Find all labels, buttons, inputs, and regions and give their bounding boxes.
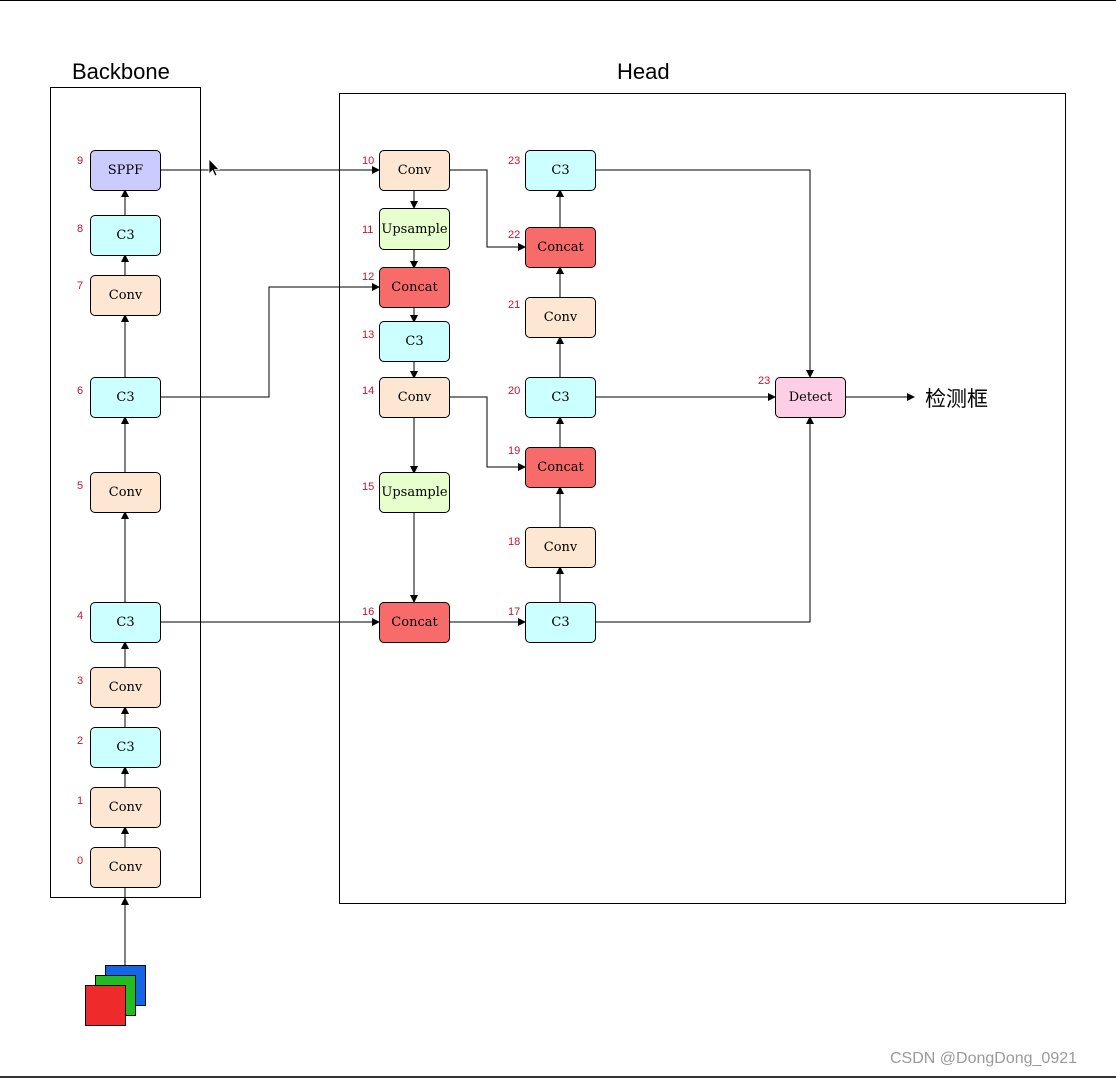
node-20: C3 (525, 377, 596, 418)
index-2: 2 (77, 735, 84, 747)
index-5: 5 (77, 480, 84, 492)
node-3: Conv (90, 667, 161, 708)
index-10: 10 (362, 155, 375, 167)
index-7: 7 (77, 280, 84, 292)
node-detect: Detect (775, 377, 846, 418)
index-20: 20 (508, 385, 521, 397)
index-detect: 23 (758, 375, 771, 387)
node-1: Conv (90, 787, 161, 828)
index-9: 9 (77, 155, 84, 167)
head-title: Head (617, 59, 670, 84)
node-9: SPPF (90, 150, 161, 191)
input-red-square (85, 985, 126, 1026)
edge-17-detect (595, 416, 814, 623)
node-8: C3 (90, 215, 161, 256)
index-23: 23 (508, 155, 521, 167)
node-14: Conv (379, 377, 450, 418)
node-4: C3 (90, 602, 161, 643)
watermark: CSDN @DongDong_0921 (890, 1050, 1078, 1067)
node-18: Conv (525, 527, 596, 568)
node-11: Upsample (379, 208, 450, 250)
index-8: 8 (77, 223, 84, 235)
node-15: Upsample (379, 472, 450, 513)
edge-23-detect (595, 169, 814, 378)
index-22: 22 (508, 229, 521, 241)
head-box (339, 93, 1066, 904)
index-0: 0 (77, 855, 84, 867)
mouse-cursor-icon (208, 158, 220, 177)
backbone-title: Backbone (72, 59, 170, 84)
node-16: Concat (379, 602, 450, 643)
index-13: 13 (362, 329, 375, 341)
edge-6-12 (160, 283, 380, 398)
node-21: Conv (525, 297, 596, 338)
edge-10-22 (449, 169, 526, 251)
node-2: C3 (90, 727, 161, 768)
index-18: 18 (508, 536, 521, 548)
node-7: Conv (90, 275, 161, 316)
index-1: 1 (77, 795, 84, 807)
index-21: 21 (508, 299, 521, 311)
node-12: Concat (379, 267, 450, 308)
node-0: Conv (90, 847, 161, 888)
node-23: C3 (525, 150, 596, 191)
index-12: 12 (362, 271, 375, 283)
node-19: Concat (525, 447, 596, 488)
node-6: C3 (90, 377, 161, 418)
index-4: 4 (77, 610, 84, 622)
output-label: 检测框 (925, 387, 988, 411)
index-17: 17 (508, 606, 521, 618)
node-17: C3 (525, 602, 596, 643)
index-11: 11 (362, 224, 374, 236)
edge-14-19 (449, 396, 526, 471)
top-border (0, 0, 1116, 1)
node-13: C3 (379, 321, 450, 362)
node-10: Conv (379, 150, 450, 191)
index-15: 15 (362, 481, 375, 493)
index-16: 16 (362, 606, 375, 618)
index-14: 14 (362, 385, 375, 397)
index-6: 6 (77, 385, 84, 397)
index-3: 3 (77, 675, 84, 687)
index-19: 19 (508, 445, 521, 457)
node-22: Concat (525, 227, 596, 268)
bottom-border (0, 1076, 1116, 1078)
node-5: Conv (90, 472, 161, 513)
